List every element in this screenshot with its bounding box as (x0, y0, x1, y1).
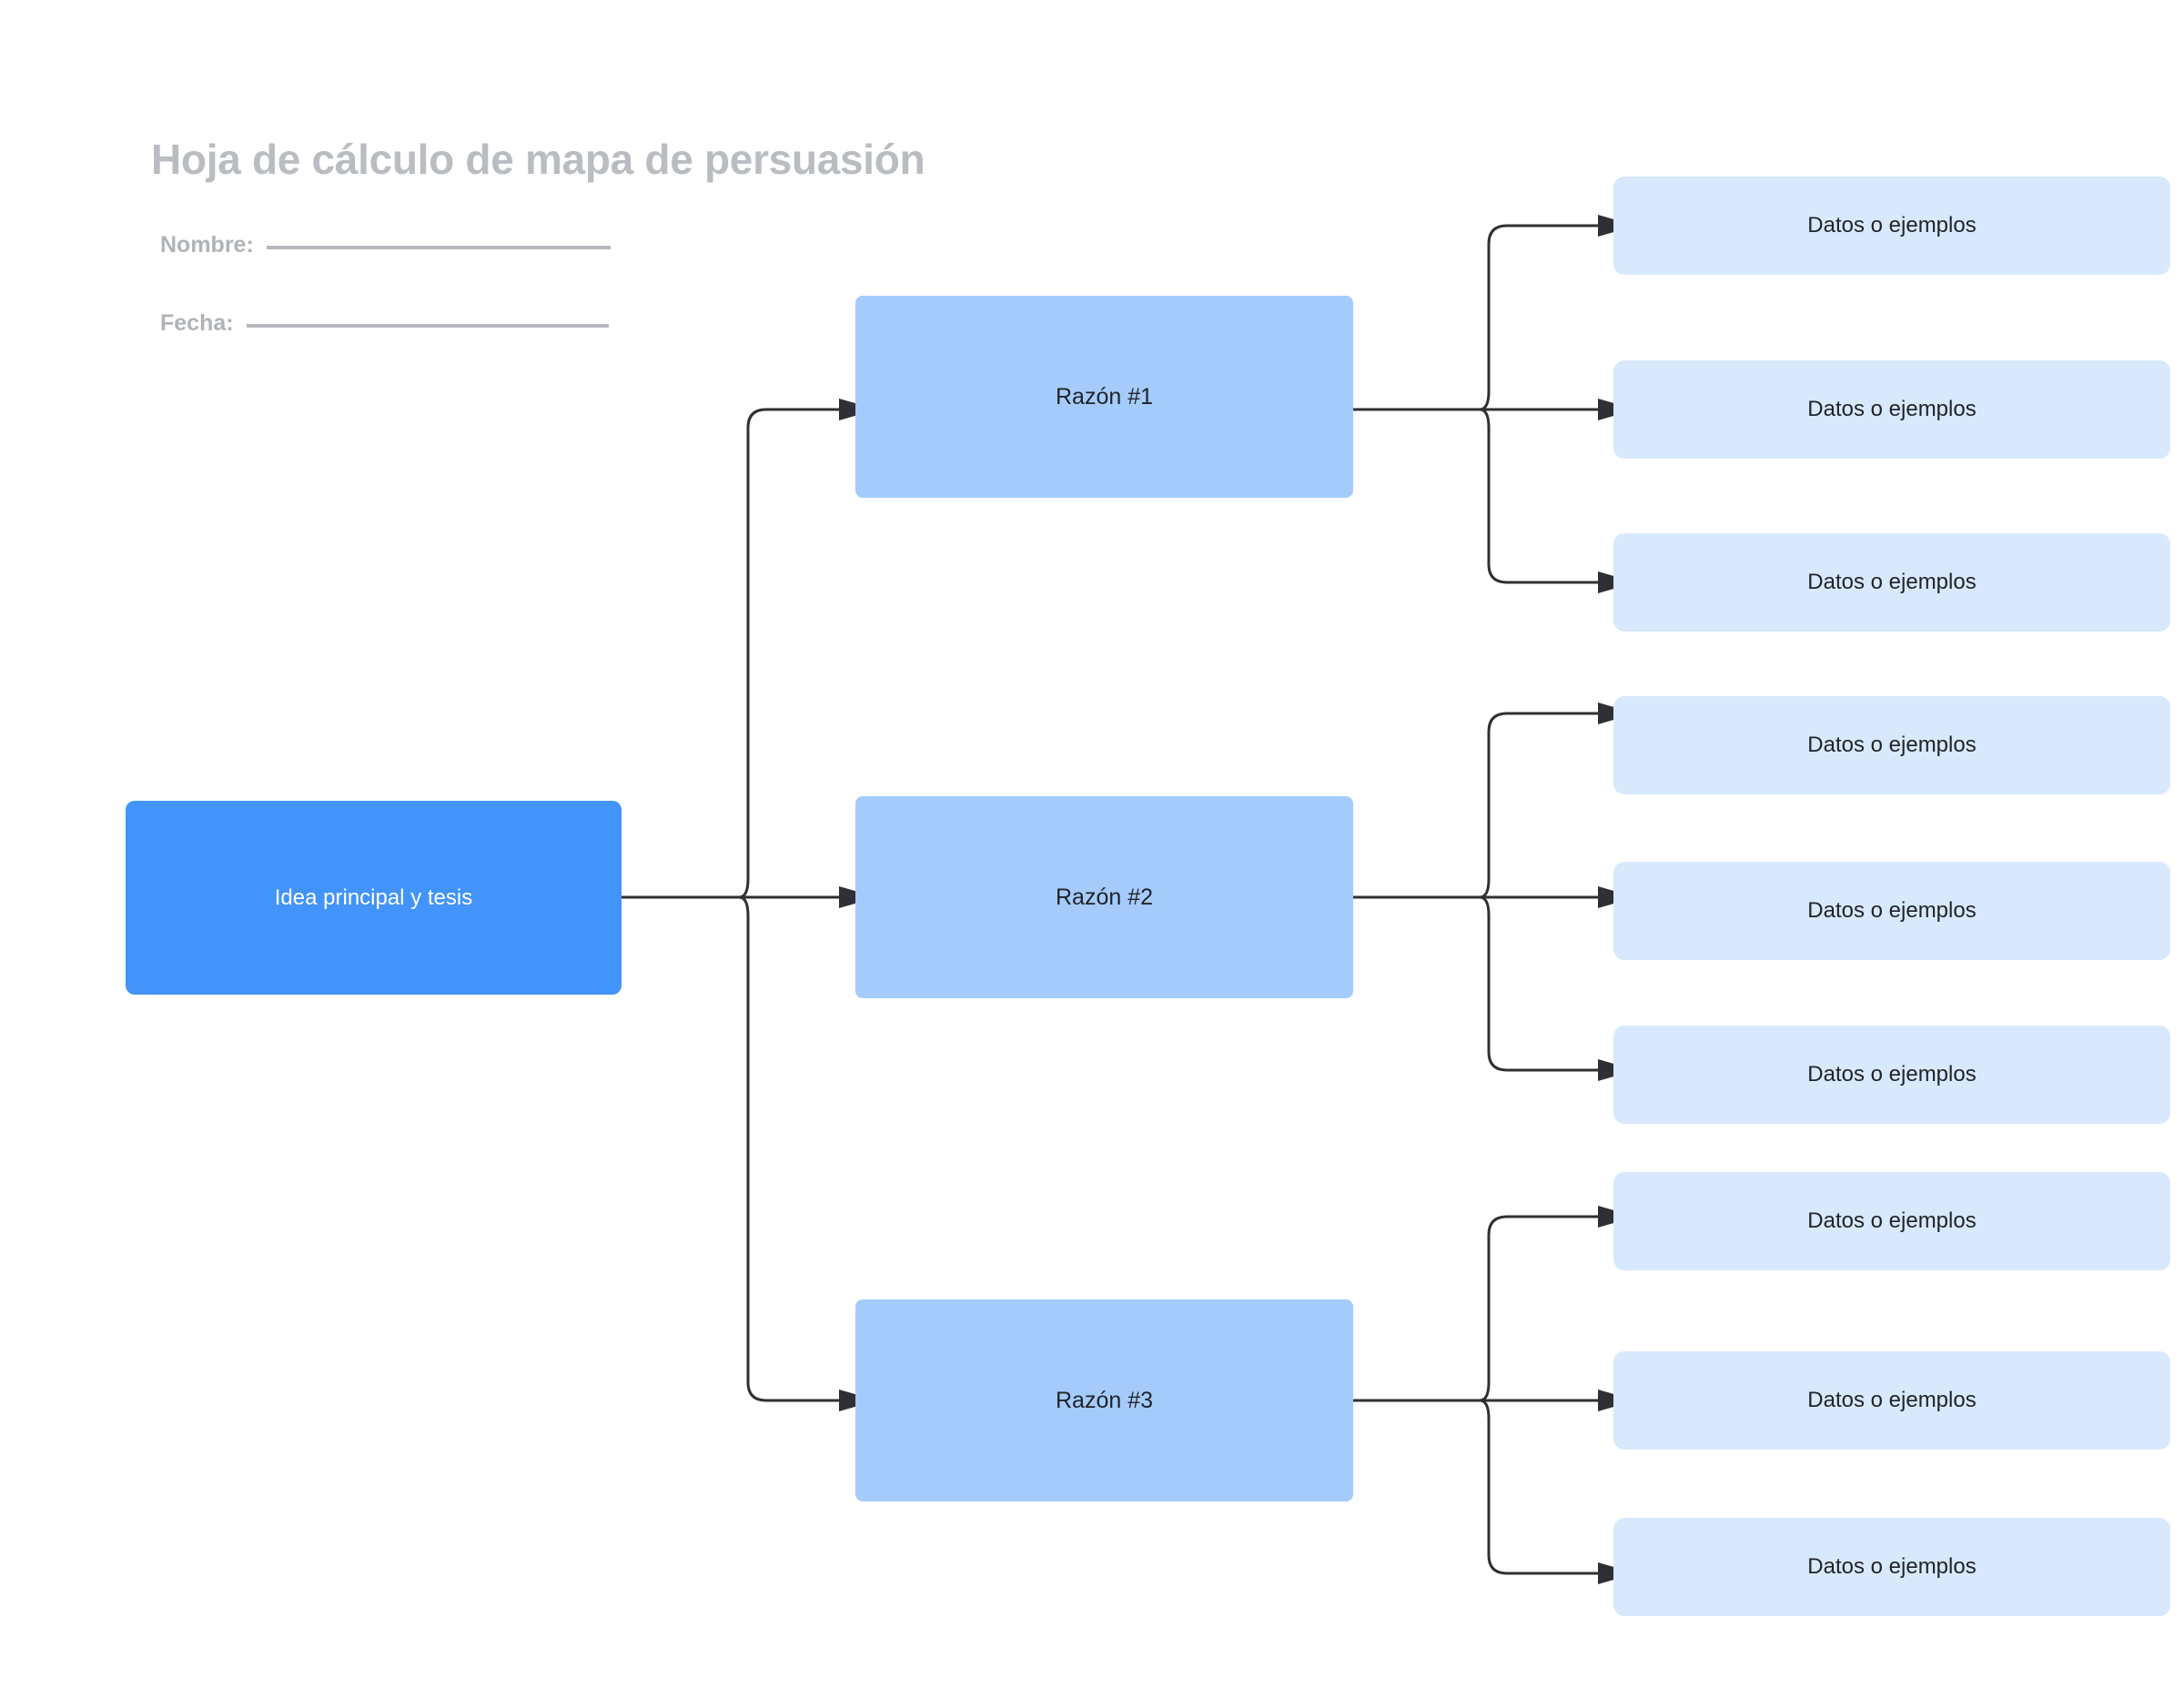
node-evidence-3-1[interactable]: Datos o ejemplos (1613, 1172, 2170, 1270)
connector-root-to-reason-1 (738, 408, 839, 899)
node-evidence-3-3[interactable]: Datos o ejemplos (1613, 1518, 2170, 1616)
node-evidence-2-2[interactable]: Datos o ejemplos (1613, 862, 2170, 960)
connector-reason-2-to-evidence-3 (1479, 895, 1598, 1072)
node-reason-3[interactable]: Razón #3 (855, 1299, 1353, 1501)
node-evidence-2-1[interactable]: Datos o ejemplos (1613, 696, 2170, 794)
connector-root-to-reason-3 (738, 895, 839, 1402)
node-reason-2[interactable]: Razón #2 (855, 796, 1353, 998)
connector-reason-3-to-evidence-1 (1479, 1215, 1598, 1402)
connector-reason-1-to-evidence-3 (1479, 408, 1598, 584)
connector-reason-3-to-evidence-3 (1479, 1399, 1598, 1575)
node-evidence-1-1[interactable]: Datos o ejemplos (1613, 177, 2170, 275)
form-row-nombre: Nombre: (160, 232, 611, 258)
nombre-label: Nombre: (160, 232, 254, 258)
node-reason-1[interactable]: Razón #1 (855, 296, 1353, 498)
node-evidence-1-3[interactable]: Datos o ejemplos (1613, 533, 2170, 632)
nombre-input-line[interactable] (266, 246, 611, 249)
page-title: Hoja de cálculo de mapa de persuasión (151, 136, 925, 183)
node-main-idea[interactable]: Idea principal y tesis (126, 801, 622, 995)
node-evidence-1-2[interactable]: Datos o ejemplos (1613, 360, 2170, 459)
connector-reason-2-to-evidence-1 (1479, 712, 1598, 899)
fecha-label: Fecha: (160, 310, 234, 336)
node-evidence-3-2[interactable]: Datos o ejemplos (1613, 1351, 2170, 1450)
node-evidence-2-3[interactable]: Datos o ejemplos (1613, 1026, 2170, 1124)
fecha-input-line[interactable] (246, 324, 609, 328)
form-row-fecha: Fecha: (160, 310, 609, 337)
connector-reason-1-to-evidence-1 (1479, 224, 1598, 411)
